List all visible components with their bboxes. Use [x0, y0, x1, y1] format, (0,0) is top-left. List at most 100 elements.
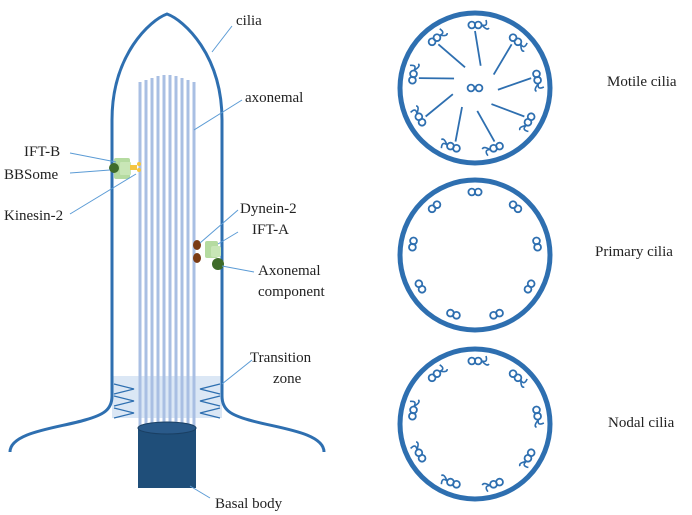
microtubule-doublet	[518, 448, 536, 469]
dynein-arm-inner	[520, 44, 525, 52]
cross-section-nodal	[397, 346, 553, 502]
doublet-tubule-b	[523, 453, 533, 463]
label-basal-body: Basal body	[215, 496, 283, 512]
ift-b-complex	[109, 158, 141, 179]
doublet-tubule-a	[508, 33, 518, 42]
label-dynein: Dynein-2	[240, 201, 297, 217]
microtubule-doublet	[408, 236, 418, 252]
kinesin-motor	[130, 162, 141, 172]
microtubule-doublet	[497, 69, 545, 93]
microtubule-doublet	[508, 369, 528, 388]
microtubule-doublet	[467, 187, 483, 197]
label-axonemal-component-line1: Axonemal	[258, 263, 320, 279]
microtubule-doublet	[508, 200, 523, 214]
dynein-arm-inner	[534, 83, 539, 93]
doublet-tubule-a	[427, 204, 437, 214]
cross-sections: Motile cilia Primary cilia Nodal cilia	[397, 10, 677, 502]
doublet-tubule-b	[489, 310, 498, 320]
central-pair-tubule-2	[474, 83, 484, 93]
microtubule-doublet	[481, 477, 504, 493]
doublet-tubule-b	[489, 143, 498, 153]
microtubule-doublet	[532, 405, 545, 429]
label-nodal-cilia: Nodal cilia	[608, 415, 675, 431]
label-ift-a: IFT-A	[252, 222, 289, 238]
microtubule-doublet	[467, 355, 490, 366]
microtubule-doublet	[427, 364, 448, 383]
cross-section-membrane	[397, 346, 553, 502]
dynein-motor-top	[193, 240, 201, 250]
dynein-arm-inner	[518, 460, 527, 467]
ift-a-complex	[193, 240, 224, 270]
cross-section-primary	[397, 177, 553, 333]
leader-lines	[69, 25, 255, 499]
doublet-tubule-b	[414, 112, 424, 122]
microtubule-doublet	[467, 19, 490, 66]
microtubule-doublet	[489, 308, 504, 320]
doublet-tubule-b	[414, 279, 424, 289]
dynein-arm-inner	[439, 368, 448, 373]
microtubule-doublet	[408, 63, 455, 85]
microtubule-doublet	[410, 93, 454, 127]
transition-zone-links	[113, 383, 221, 419]
label-cilia: cilia	[236, 13, 262, 29]
label-axonemal-component-line2: component	[258, 284, 325, 300]
doublet-tubule-b	[409, 69, 418, 79]
dynein-motor-bottom	[193, 253, 201, 263]
doublet-tubule-b	[533, 242, 542, 252]
label-bbsome: BBSome	[4, 167, 59, 183]
doublet-tubule-b	[513, 204, 523, 214]
doublet-tubule-b	[446, 477, 455, 487]
radial-spoke	[476, 110, 496, 143]
microtubule-doublet	[440, 474, 461, 489]
doublet-tubule-a	[427, 373, 437, 383]
ift-b-particle-2	[120, 162, 131, 175]
doublet-tubule-b	[414, 448, 424, 458]
dynein-arm-inner	[439, 32, 448, 37]
dynein-arm-inner	[481, 360, 490, 366]
doublet-tubule-b	[473, 187, 483, 197]
central-pair-tubule-1	[466, 83, 476, 93]
dynein-arm-inner	[440, 138, 448, 146]
dynein-arm-inner	[481, 482, 491, 487]
label-motile-cilia: Motile cilia	[607, 74, 677, 90]
dynein-arm-inner	[440, 474, 448, 482]
dynein-arm-inner	[413, 399, 420, 407]
radial-spoke	[491, 103, 525, 118]
doublet-tubule-b	[523, 117, 533, 127]
radial-spoke	[425, 93, 454, 118]
doublet-tubule-b	[513, 37, 523, 47]
doublet-tubule-b	[473, 20, 483, 30]
microtubule-doublet	[414, 279, 427, 294]
radial-spoke	[492, 43, 513, 76]
cilium-membrane	[8, 12, 326, 453]
label-ift-b: IFT-B	[24, 144, 60, 160]
doublet-tubule-b	[523, 284, 533, 294]
microtubule-doublet	[476, 110, 504, 157]
dynein-arm-inner	[413, 63, 420, 71]
radial-spoke	[454, 106, 463, 142]
transition-zone-band	[112, 376, 222, 418]
dynein-arm-inner	[534, 419, 539, 429]
cilium-longitudinal: cilia axonemal IFT-B BBSome Kinesin-2 Dy…	[4, 12, 326, 512]
axoneme-microtubules	[138, 75, 196, 436]
microtubule-doublet	[408, 399, 420, 421]
axonemal-component-dot	[212, 258, 224, 270]
doublet-tubule-b	[432, 369, 442, 378]
microtubule-doublet	[491, 103, 536, 133]
microtubule-doublet	[523, 279, 536, 294]
doublet-tubule-a	[427, 37, 437, 47]
microtubule-doublet	[532, 236, 542, 252]
doublet-tubule-b	[489, 479, 498, 489]
doublet-tubule-b	[432, 200, 442, 209]
doublet-tubule-a	[508, 369, 518, 378]
radial-spoke	[437, 43, 466, 68]
doublet-tubule-b	[446, 141, 455, 151]
microtubule-doublet	[410, 441, 427, 463]
radial-spoke	[497, 77, 532, 91]
doublet-tubule-b	[432, 33, 442, 42]
microtubule-doublet	[440, 106, 463, 153]
doublet-tubule-b	[446, 308, 455, 318]
doublet-tubule-b	[409, 236, 418, 246]
microtubule-doublet	[427, 200, 442, 214]
